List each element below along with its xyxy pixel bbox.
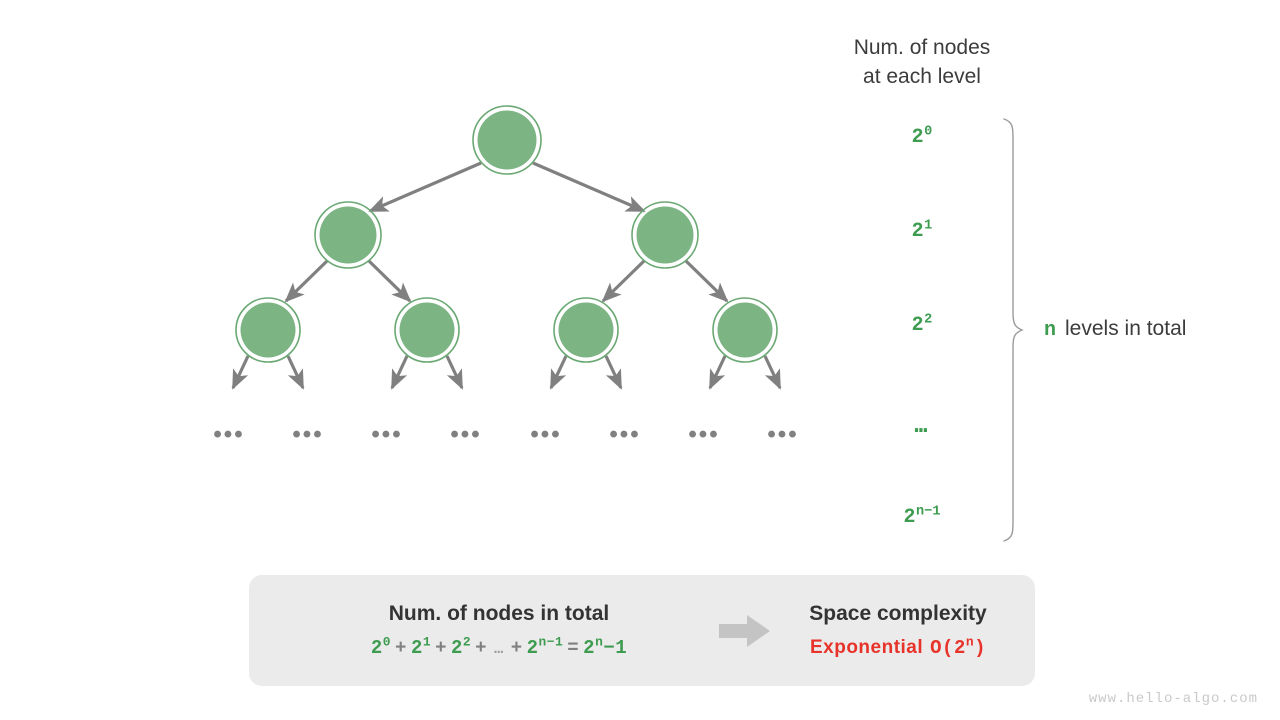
tree-nodes bbox=[235, 105, 778, 363]
edge-dangling-1 bbox=[231, 355, 250, 390]
edge-l1a-right bbox=[367, 259, 412, 303]
leaf-ellipsis-5: ••• bbox=[530, 421, 562, 448]
level-label-0: 20 bbox=[911, 124, 933, 149]
tree-node-level2-3 bbox=[553, 297, 619, 363]
tree-edges-level-0-to-1 bbox=[368, 161, 646, 213]
levels-total-symbol: n bbox=[1044, 319, 1057, 342]
edge-root-left bbox=[368, 161, 482, 213]
edge-l1b-left bbox=[601, 259, 646, 303]
edge-dangling-2 bbox=[286, 355, 305, 390]
tree-node-root bbox=[472, 105, 542, 175]
edge-dangling-4 bbox=[445, 355, 464, 390]
watermark: www.hello-algo.com bbox=[1088, 691, 1258, 707]
edge-l1a-left bbox=[284, 259, 329, 303]
levels-total-text: levels in total bbox=[1065, 317, 1187, 340]
leaf-ellipsis-1: ••• bbox=[213, 421, 245, 448]
edge-dangling-8 bbox=[763, 355, 782, 390]
edge-dangling-6 bbox=[604, 355, 623, 390]
column-heading: Num. of nodes at each level bbox=[853, 36, 991, 88]
tree-node-level2-1 bbox=[235, 297, 301, 363]
leaf-ellipsis-3: ••• bbox=[371, 421, 403, 448]
edge-dangling-3 bbox=[390, 355, 409, 390]
tree-edges-level-1-to-2 bbox=[284, 259, 729, 303]
level-label-last: 2n−1 bbox=[903, 504, 941, 529]
tree-node-level1-right bbox=[631, 201, 699, 269]
leaf-ellipsis-2: ••• bbox=[292, 421, 324, 448]
edge-dangling-5 bbox=[549, 355, 568, 390]
edge-l1b-right bbox=[684, 259, 729, 303]
levels-total-annotation: n levels in total bbox=[1044, 317, 1186, 342]
tree-edges-dangling bbox=[231, 355, 782, 390]
level-label-2: 22 bbox=[911, 312, 933, 337]
tree-node-level2-2 bbox=[394, 297, 460, 363]
edge-root-right bbox=[532, 161, 646, 213]
leaf-ellipsis-7: ••• bbox=[688, 421, 720, 448]
leaf-ellipsis-4: ••• bbox=[450, 421, 482, 448]
summary-left-group: Num. of nodes in total 20+21+22+…+2n−1=2… bbox=[249, 575, 749, 686]
edge-dangling-7 bbox=[708, 355, 727, 390]
leaf-ellipsis-6: ••• bbox=[609, 421, 641, 448]
leaf-ellipsis-8: ••• bbox=[767, 421, 799, 448]
level-label-ellipsis: ⋯ bbox=[914, 419, 930, 444]
level-label-1: 21 bbox=[911, 218, 933, 243]
arrow-right-icon bbox=[719, 615, 770, 647]
tree-node-level2-4 bbox=[712, 297, 778, 363]
summary-right-title: Space complexity bbox=[809, 602, 987, 625]
levels-brace bbox=[1003, 118, 1024, 542]
summary-formula: 20+21+22+…+2n−1=2n−1 bbox=[370, 634, 628, 659]
summary-left-title: Num. of nodes in total bbox=[388, 602, 610, 625]
summary-panel bbox=[249, 575, 1035, 686]
tree-node-level1-left bbox=[314, 201, 382, 269]
